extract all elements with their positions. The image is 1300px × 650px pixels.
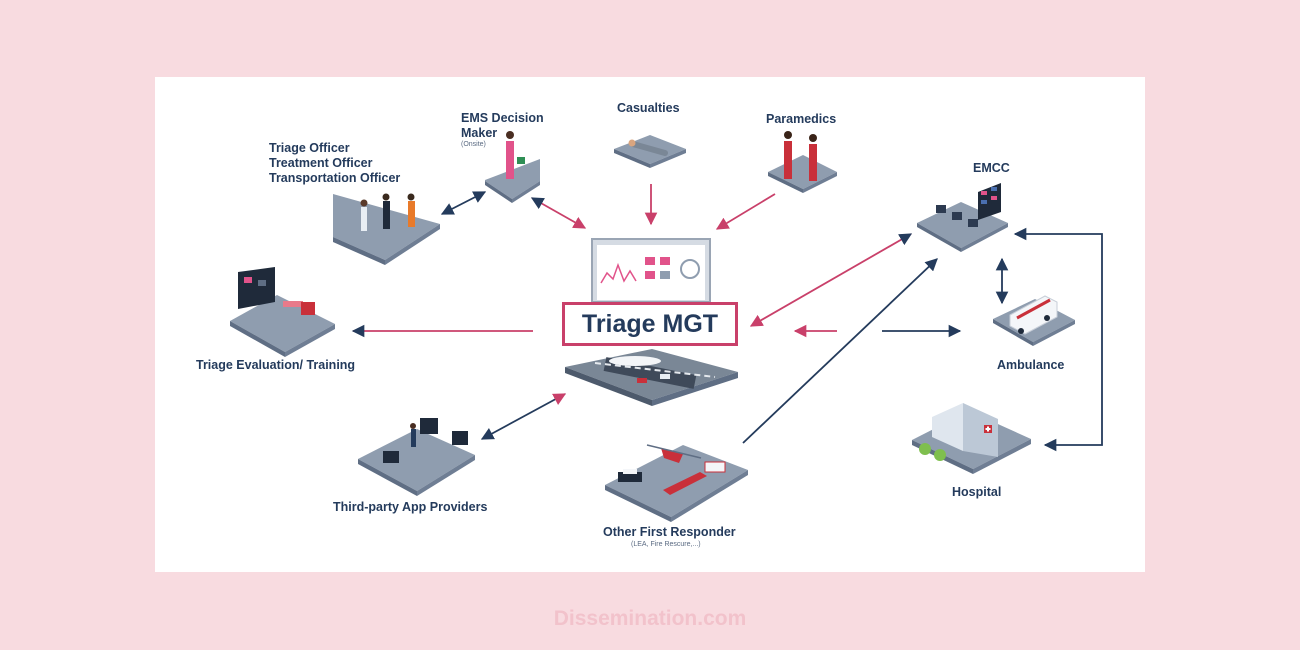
arrow-emcc-triage [749,233,913,327]
triage-mgt-title: Triage MGT [562,302,738,346]
node-label-ambulance: Ambulance [997,358,1065,372]
node-label-paramedics: Paramedics [766,112,837,126]
app-developers-icon [358,418,475,496]
arrow-emcc-hospital [1013,227,1103,452]
police-fire-helicopter-icon [605,444,748,522]
diagram-card: Triage MGT Triage Officer Treatment Offi… [155,77,1145,572]
node-label-hospital: Hospital [952,485,1002,499]
footer-watermark: Dissemination.com [553,607,747,630]
two-paramedics-icon [768,131,837,193]
node-label-emcc: EMCC [973,161,1010,175]
node-label-first-responder: Other First Responder [603,525,736,539]
three-officers-icon [333,193,440,265]
ambulance-icon [993,295,1075,346]
training-screen-icon [230,267,335,357]
arrow-thirdparty-triage [480,393,567,440]
hospital-building-icon [912,403,1031,474]
lying-patient-icon [614,135,686,168]
node-label-third-party: Third-party App Providers [333,500,488,514]
arrow-officers-ems [440,191,487,215]
dashboard-airfield-icon [565,238,738,406]
node-sublabel-first-responder: (LEA, Fire Rescure,...) [631,541,701,548]
node-label-ems-decision: EMS Decision [461,111,544,125]
medic-with-bag-icon [485,131,540,203]
node-sublabel-onsite: (Onsite) [461,141,486,148]
arrow-responder-emcc [742,258,938,444]
diagram-canvas [230,131,1103,522]
arrow-ems-triage [530,197,587,229]
node-label-triage-officer: Triage Officer [269,141,350,155]
node-label-transportation-officer: Transportation Officer [269,171,401,185]
node-label-treatment-officer: Treatment Officer [269,156,373,170]
node-label-ems-maker: Maker [461,126,498,140]
node-label-casualties: Casualties [617,101,680,115]
arrow-paramedics-triage [715,193,776,230]
node-label-triage-evaluation: Triage Evaluation/ Training [196,358,356,372]
control-room-icon [917,183,1008,252]
